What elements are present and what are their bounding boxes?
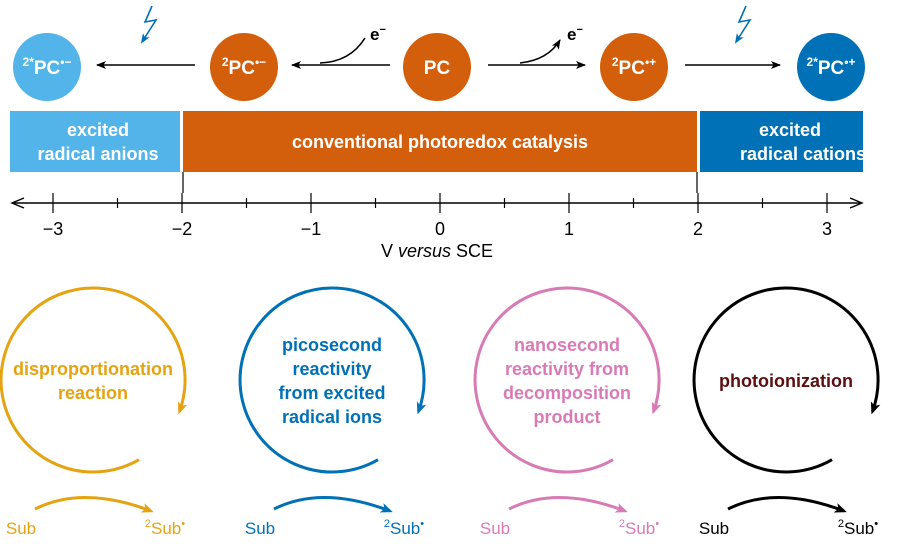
product-label: 2Sub• bbox=[384, 518, 424, 538]
band-rect bbox=[10, 111, 180, 172]
tick-label: 0 bbox=[435, 219, 445, 239]
electron-out-curve bbox=[519, 39, 561, 64]
axis-tick-labels: −3 −2 −1 0 1 2 3 bbox=[43, 219, 832, 239]
species-circle bbox=[13, 33, 81, 101]
band-label-line2: radical anions bbox=[37, 144, 158, 164]
substrate-conversion-arrow bbox=[508, 496, 628, 513]
tick-label: −3 bbox=[43, 219, 64, 239]
band-rect bbox=[183, 111, 697, 172]
band-label: conventional photoredox catalysis bbox=[292, 132, 588, 152]
cycle-label-line: picosecond bbox=[282, 335, 382, 355]
species-circle bbox=[600, 33, 668, 101]
cycle-label-line: radical ions bbox=[282, 407, 382, 427]
axis-left-arrowhead bbox=[10, 197, 25, 209]
band-label-line1: excited bbox=[759, 120, 821, 140]
tick-label: −1 bbox=[301, 219, 322, 239]
cycle-label-line: product bbox=[534, 407, 601, 427]
product-label: 2Sub• bbox=[145, 518, 185, 538]
substrate-label: Sub bbox=[245, 519, 275, 538]
cycle-picosecond: picosecond reactivity from excited radical … bbox=[238, 286, 427, 538]
band-excited-radical-anions: excited radical anions bbox=[10, 111, 180, 172]
cycle-label-line: reactivity bbox=[292, 359, 371, 379]
axis-right-arrowhead bbox=[849, 197, 864, 209]
cycle-label-line: decomposition bbox=[503, 383, 631, 403]
species-circle bbox=[797, 33, 865, 101]
species-label: PC bbox=[424, 58, 451, 79]
axis-major-ticks bbox=[52, 193, 828, 213]
tick-label: −2 bbox=[172, 219, 193, 239]
potential-axis: −3 −2 −1 0 1 2 3 V versus SCE bbox=[10, 172, 864, 261]
species-label: 2*PC•− bbox=[23, 55, 72, 79]
species-radical-cation: 2PC•+ bbox=[600, 33, 668, 101]
band-excited-radical-cations: excited radical cations bbox=[700, 111, 866, 172]
axis-minor-ticks bbox=[116, 198, 764, 208]
cycle-arc bbox=[0, 286, 188, 474]
cycle-label-line: from excited bbox=[278, 383, 385, 403]
cycle-arc bbox=[692, 286, 881, 474]
cycle-label-line: photoionization bbox=[719, 371, 853, 391]
product-label: 2Sub• bbox=[838, 518, 878, 538]
electron-label-left: e− bbox=[370, 24, 386, 44]
electron-label-right: e− bbox=[567, 24, 583, 44]
cycle-arc bbox=[238, 286, 427, 474]
substrate-label: Sub bbox=[480, 519, 510, 538]
species-neutral: PC bbox=[403, 33, 471, 101]
species-excited-radical-cation: 2*PC•+ bbox=[797, 33, 865, 101]
cycle-arc bbox=[473, 286, 662, 474]
cycle-label-line: reaction bbox=[58, 383, 128, 403]
substrate-conversion-arrow bbox=[34, 496, 154, 513]
species-label: 2PC•− bbox=[222, 55, 266, 79]
cycle-label-line: disproportionation bbox=[13, 359, 173, 379]
tick-label: 3 bbox=[822, 219, 832, 239]
cycle-label-line: reactivity from bbox=[505, 359, 629, 379]
lightning-bolt-icon bbox=[734, 5, 752, 44]
band-conventional-photoredox: conventional photoredox catalysis bbox=[183, 111, 697, 172]
species-radical-anion: 2PC•− bbox=[210, 33, 278, 101]
substrate-conversion-arrow bbox=[273, 496, 393, 513]
product-label: 2Sub• bbox=[619, 518, 659, 538]
cycle-nanosecond: nanosecond reactivity from decomposition pr… bbox=[473, 286, 662, 538]
species-circle bbox=[210, 33, 278, 101]
cycle-label-line: nanosecond bbox=[514, 335, 620, 355]
substrate-label: Sub bbox=[699, 519, 729, 538]
species-label: 2PC•+ bbox=[612, 55, 656, 79]
tick-label: 2 bbox=[693, 219, 703, 239]
band-label-line1: excited bbox=[67, 120, 129, 140]
electron-in-curve bbox=[319, 37, 366, 64]
species-label: 2*PC•+ bbox=[807, 55, 856, 79]
species-circle bbox=[403, 33, 471, 101]
species-excited-radical-anion: 2*PC•− bbox=[13, 33, 81, 101]
band-rect bbox=[700, 111, 863, 172]
axis-title: V versus SCE bbox=[381, 241, 493, 261]
tick-label: 1 bbox=[564, 219, 574, 239]
substrate-label: Sub bbox=[6, 519, 36, 538]
lightning-bolt-icon bbox=[140, 5, 158, 44]
substrate-conversion-arrow bbox=[727, 496, 847, 513]
band-label-line2: radical cations bbox=[740, 144, 866, 164]
